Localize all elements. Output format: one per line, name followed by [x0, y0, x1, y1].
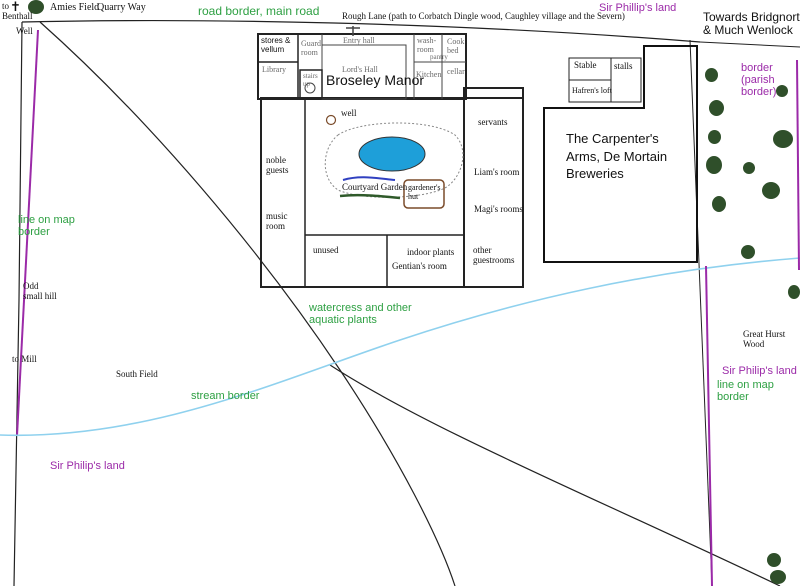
- room-servants: servants: [478, 117, 508, 127]
- label-line-on-map-border-left: line on map border: [18, 214, 75, 239]
- room-stairs-up: stairs up: [303, 72, 318, 88]
- label-odd-small-hill: Odd small hill: [23, 281, 57, 301]
- room-pantry: pantry: [430, 53, 448, 61]
- label-amies-field: Amies Field: [50, 2, 100, 13]
- room-lords-hall: Lord's Hall: [342, 65, 378, 74]
- room-gentians: Gentian's room: [392, 261, 447, 271]
- manor-title: Broseley Manor: [326, 72, 425, 88]
- green-hedge: [339, 193, 401, 200]
- room-wash: wash- room: [417, 36, 437, 54]
- diagonal-track: [39, 21, 456, 586]
- label-line-on-map-border-right: line on map border: [717, 379, 774, 404]
- tree-icon: [708, 130, 721, 144]
- label-south-field: South Field: [116, 369, 158, 379]
- room-stalls: stalls: [614, 61, 633, 71]
- room-stable: Stable: [574, 60, 597, 70]
- stairs-box: [299, 69, 323, 99]
- road-to-bridgnorth: [699, 41, 800, 48]
- tree-icon: [773, 130, 793, 148]
- label-to-benthall: to Benthall: [2, 1, 33, 21]
- east-vertical-line: [689, 39, 713, 586]
- tree-icon: [767, 553, 781, 567]
- label-rough-lane: Rough Lane (path to Corbatch Dingle wood…: [342, 11, 625, 21]
- room-cellar: cellar: [447, 67, 465, 76]
- tree-icon: [705, 68, 718, 82]
- label-great-hurst-wood: Great Hurst Wood: [743, 329, 786, 349]
- tree-icon: [770, 570, 786, 584]
- gardeners-hut-box: [403, 179, 445, 209]
- pond: [358, 136, 426, 172]
- tree-icon: [788, 285, 800, 299]
- tree-icon: [28, 0, 44, 14]
- label-quarry-way: Quarry Way: [97, 2, 146, 13]
- tree-icon: [743, 162, 755, 174]
- room-guard: Guard room: [301, 39, 321, 57]
- label-road-border: road border, main road: [198, 4, 320, 18]
- east-wing: [463, 87, 524, 288]
- room-music: music room: [266, 211, 288, 231]
- main-road-line: [21, 20, 701, 43]
- room-well: well: [341, 108, 357, 118]
- label-sir-philip-bottom: Sir Philip's land: [50, 460, 125, 472]
- room-gardeners-hut: gardener's hut: [408, 183, 441, 201]
- well-icon: [325, 114, 337, 126]
- label-border-parish: border (parish border): [741, 62, 777, 99]
- tree-icon: [762, 182, 780, 199]
- label-sir-philip-top: Sir Phillip's land: [599, 2, 677, 14]
- tree-icon: [776, 85, 788, 97]
- room-magis: Magi's rooms: [474, 204, 523, 214]
- room-other-guestrooms: other guestrooms: [473, 245, 515, 265]
- label-towards-bridgnorth: Towards Bridgnorth, & Much Wenlock: [703, 10, 800, 38]
- tree-icon: [741, 245, 755, 259]
- blue-hedge: [342, 176, 396, 181]
- courtyard-garden-shape: [324, 122, 464, 198]
- stairs-circle: [304, 82, 316, 94]
- room-unused: unused: [313, 245, 339, 255]
- label-to-mill: to Mill: [12, 354, 37, 364]
- room-entry-hall: Entry hall: [343, 36, 375, 45]
- tree-icon: [712, 196, 726, 212]
- west-parish-border: [16, 29, 39, 437]
- stream: [0, 257, 800, 437]
- carpenters-arms-outline: [543, 45, 698, 263]
- tree-icon: [709, 100, 724, 116]
- carpenters-arms-title: The Carpenter's Arms, De Mortain Breweri…: [566, 131, 668, 182]
- label-well-top: Well: [16, 26, 33, 36]
- room-indoor-plants: indoor plants: [407, 247, 455, 257]
- cross-icon: ✝: [10, 0, 21, 14]
- label-watercress: watercress and other aquatic plants: [309, 302, 412, 327]
- west-road-line: [13, 21, 23, 586]
- room-courtyard-garden: Courtyard Garden: [342, 182, 408, 192]
- label-sir-philip-right: Sir Philip's land: [722, 365, 797, 377]
- room-stores-vellum: stores & vellum: [261, 36, 291, 54]
- east-parish-border: [796, 59, 800, 271]
- southeast-border: [705, 265, 713, 586]
- room-hafrens-loft: Hafren's loft: [572, 86, 612, 95]
- room-liams: Liam's room: [474, 167, 520, 177]
- label-stream-border: stream border: [191, 390, 260, 402]
- room-cook-bed: Cook bed: [447, 37, 465, 55]
- east-track: [329, 364, 781, 586]
- tree-icon: [706, 156, 722, 174]
- room-kitchen: Kitchen: [416, 70, 442, 79]
- room-noble-guests: noble guests: [266, 155, 289, 175]
- room-library: Library: [262, 65, 286, 74]
